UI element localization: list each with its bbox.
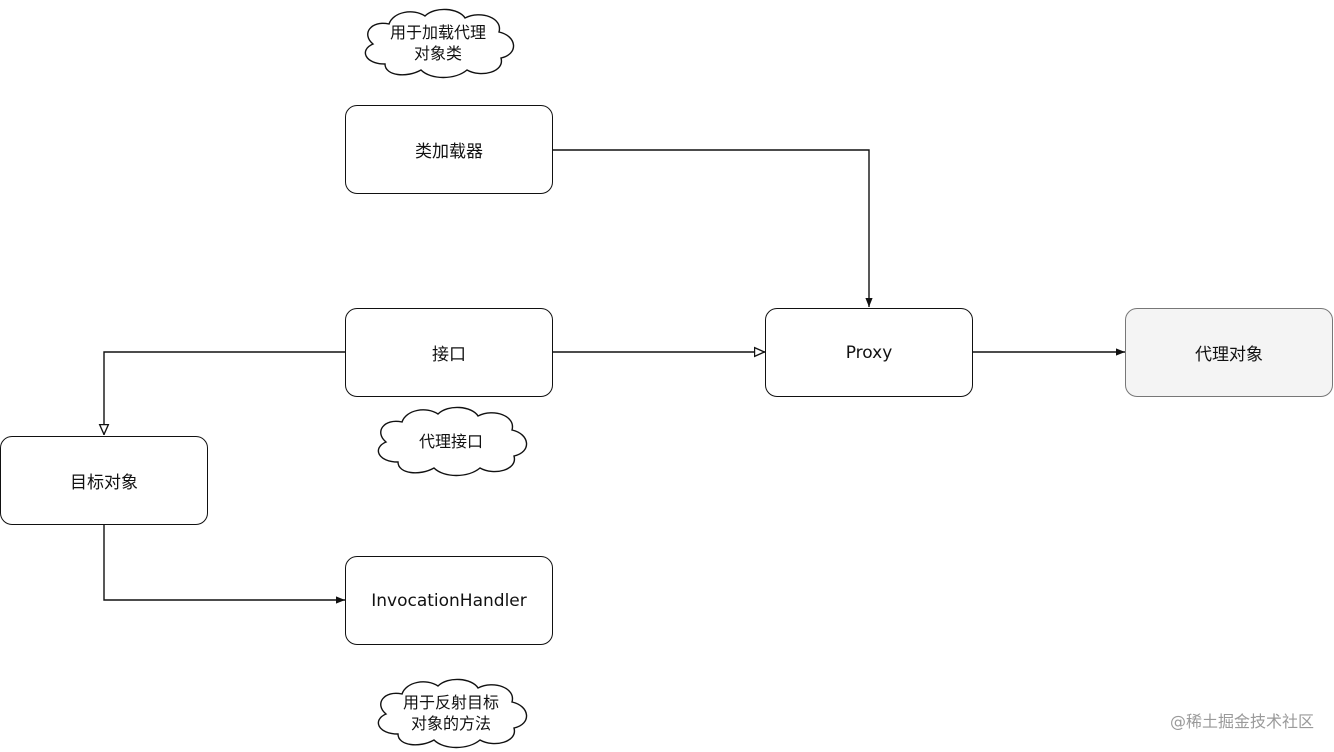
node-target-label: 目标对象	[70, 473, 138, 493]
cloud-shape	[377, 406, 528, 477]
edge-target-to-handler	[103, 524, 345, 604]
note-cloud-interface: 代理接口	[368, 404, 534, 478]
node-proxy: Proxy	[765, 308, 973, 397]
node-interface-label: 接口	[432, 345, 466, 365]
note-cloud-handler: 用于反射目标 对象的方法	[368, 676, 534, 750]
cloud-shape	[364, 8, 515, 79]
note-interface-text: 代理接口	[418, 431, 483, 451]
watermark: @稀土掘金技术社区	[1169, 712, 1314, 731]
note-classloader-text: 用于加载代理 对象类	[389, 23, 486, 63]
edge-interface-to-target	[104, 351, 345, 435]
node-proxy-object: 代理对象	[1125, 308, 1333, 397]
note-cloud-classloader: 用于加载代理 对象类	[355, 6, 521, 80]
node-classloader: 类加载器	[345, 105, 553, 194]
edge-classloader-to-proxy	[553, 149, 873, 307]
node-invocation-handler: InvocationHandler	[345, 556, 553, 645]
node-interface: 接口	[345, 308, 553, 397]
cloud-shape	[377, 678, 528, 749]
node-invocation-handler-label: InvocationHandler	[371, 590, 527, 611]
node-target: 目标对象	[0, 436, 208, 525]
node-proxy-object-label: 代理对象	[1195, 345, 1263, 365]
note-handler-text: 用于反射目标 对象的方法	[402, 693, 499, 733]
node-classloader-label: 类加载器	[415, 142, 483, 162]
node-proxy-label: Proxy	[845, 342, 893, 363]
